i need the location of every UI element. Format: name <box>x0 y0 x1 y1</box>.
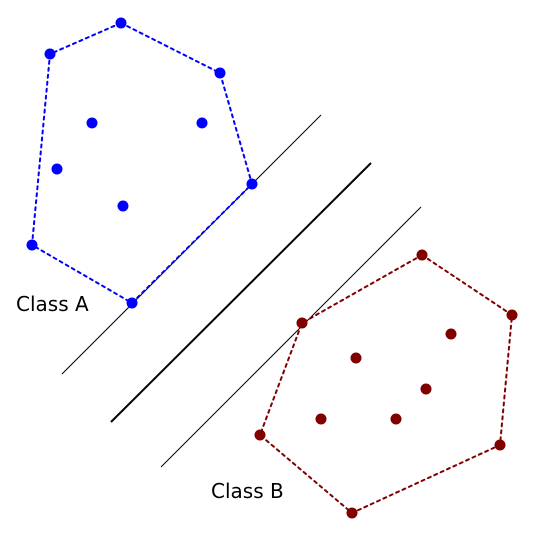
class-a-point <box>86 117 98 129</box>
decision-boundary <box>110 162 372 423</box>
margin-line-lower <box>160 206 422 468</box>
class-b-point <box>445 328 457 340</box>
class-a-hull-point <box>44 48 56 60</box>
class-b-hull-point <box>254 429 266 441</box>
class-b-hull-point <box>506 309 518 321</box>
class-b-point <box>350 352 362 364</box>
class-b-hull-point <box>494 439 506 451</box>
class-a-hull-point <box>246 178 258 190</box>
class-a-point <box>51 163 63 175</box>
margin-line-upper <box>61 114 322 375</box>
class-a-point <box>117 200 129 212</box>
class-a-label: Class A <box>16 292 89 316</box>
class-b-group <box>254 249 518 519</box>
class-b-hull-point <box>416 249 428 261</box>
class-a-convex-hull <box>30 21 254 305</box>
class-a-hull-point <box>214 67 226 79</box>
class-a-group <box>26 17 258 309</box>
class-b-label: Class B <box>211 479 284 503</box>
class-a-hull-point <box>126 297 138 309</box>
class-b-convex-hull <box>258 253 514 515</box>
class-b-point <box>315 413 327 425</box>
class-b-hull-point <box>346 507 358 519</box>
class-b-hull-point <box>296 317 308 329</box>
class-b-point <box>390 413 402 425</box>
class-a-point <box>196 117 208 129</box>
class-b-point <box>420 383 432 395</box>
class-a-hull-point <box>26 239 38 251</box>
class-a-hull-point <box>115 17 127 29</box>
